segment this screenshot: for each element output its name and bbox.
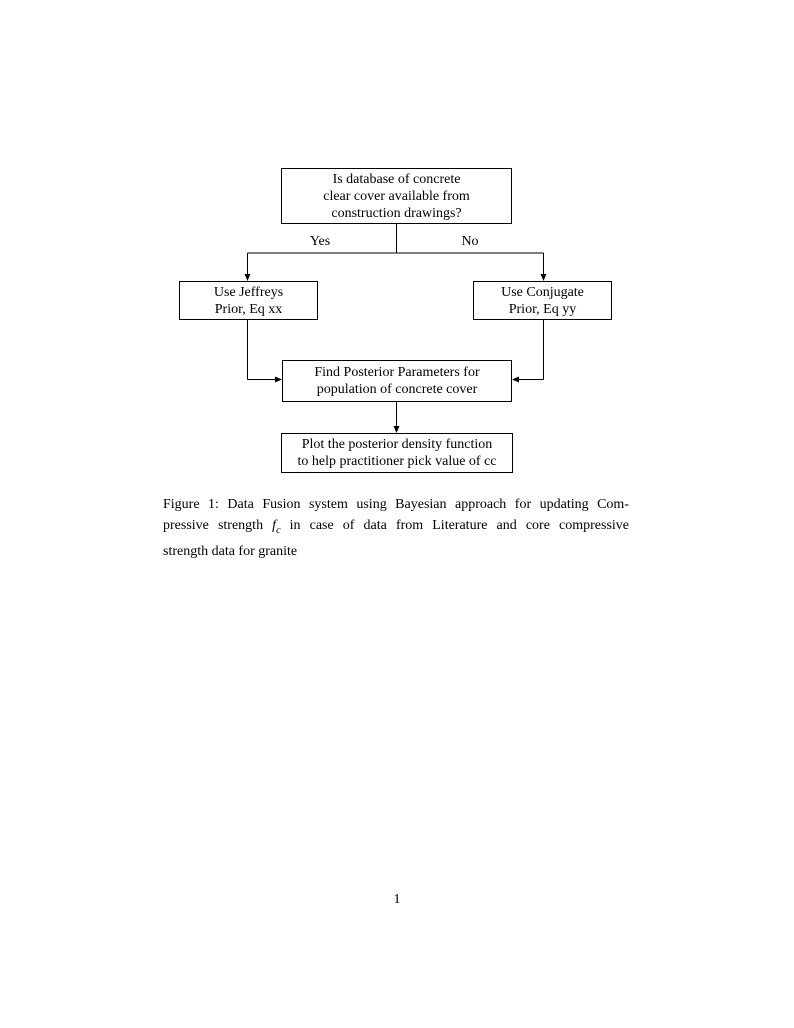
flowchart-node-find-posterior: Find Posterior Parameters for population… bbox=[282, 360, 512, 402]
arrowhead-down-yes-icon bbox=[244, 274, 251, 281]
page-number: 1 bbox=[393, 892, 401, 907]
caption-math-fc-subscript: c bbox=[276, 524, 281, 536]
arrowhead-right-icon bbox=[275, 376, 282, 383]
caption-line-1: Figure 1: Data Fusion system using Bayes… bbox=[163, 497, 629, 512]
figure-caption: Figure 1: Data Fusion system using Bayes… bbox=[163, 494, 629, 562]
flowchart-node-plot-density: Plot the posterior density function to h… bbox=[281, 433, 513, 473]
caption-line-2-suffix: in case of data from Literature and core… bbox=[280, 518, 629, 533]
caption-line-2-prefix: pressive strength bbox=[163, 518, 273, 533]
caption-line-2: pressive strength fc in case of data fro… bbox=[163, 515, 629, 541]
flowchart-node-jeffreys-prior: Use Jeffreys Prior, Eq xx bbox=[179, 281, 318, 320]
caption-math-fc-base: f bbox=[272, 518, 277, 533]
arrowhead-down-plot-icon bbox=[393, 426, 400, 433]
edge-label-yes: Yes bbox=[309, 234, 331, 249]
flowchart-node-conjugate-prior: Use Conjugate Prior, Eq yy bbox=[473, 281, 612, 320]
caption-line-3: strength data for granite bbox=[163, 543, 298, 559]
flowchart-node-decision: Is database of concrete clear cover avai… bbox=[281, 168, 512, 224]
arrowhead-left-icon bbox=[512, 376, 519, 383]
edge-label-no: No bbox=[461, 234, 479, 249]
arrowhead-down-no-icon bbox=[540, 274, 547, 281]
flowchart-figure: Is database of concrete clear cover avai… bbox=[0, 0, 794, 490]
